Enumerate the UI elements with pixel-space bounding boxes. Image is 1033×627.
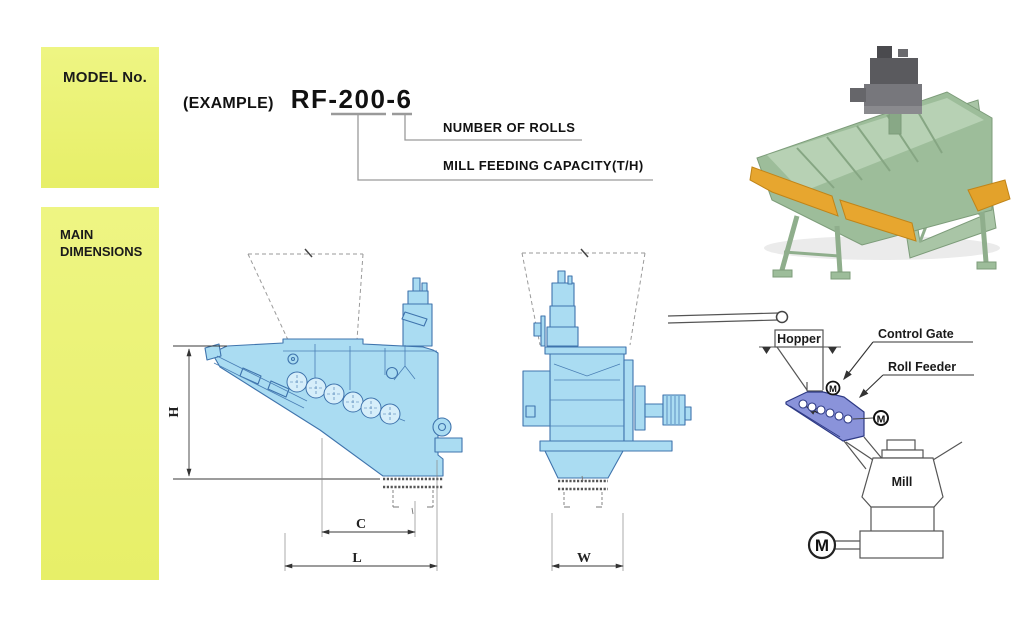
flow-schematic: Hopper M M Mill M [667,310,974,560]
product-photo [749,46,1011,280]
dim-label-W: W [577,551,591,566]
side-top-tick [304,248,313,258]
dim-label-C: C [356,517,366,532]
side-covers [749,166,1011,242]
callout-mill-feeding-capacity: MILL FEEDING CAPACITY(T/H) [443,158,644,173]
roll-feeder-unit [785,391,874,442]
hopper-assembly [759,329,841,392]
dim-label-L: L [352,551,361,566]
front-top-tick [580,248,589,258]
side-discharge-joint [383,477,443,515]
main-dimensions-heading: MAIN DIMENSIONS [60,227,143,259]
side-gate-tower [402,303,433,347]
hopper-label: Hopper [777,332,821,346]
main-dimensions-highlight-box: MAIN DIMENSIONS [41,207,159,580]
mill-motor-icon [807,530,837,560]
drive-motor-unit [850,46,922,135]
front-discharge-joint [558,475,608,508]
model-code-leader-lines [331,112,653,181]
control-gate-callout [843,341,973,381]
front-gate-tower [551,282,575,307]
machine-legs [772,211,997,280]
dimension-C [321,438,416,537]
roll-feeder-label: Roll Feeder [888,360,956,374]
model-no-highlight-box: MODEL No. [41,47,159,188]
front-panel-lines [550,363,680,427]
dim-label-H: H [167,406,182,417]
conveyor [667,310,789,324]
side-view-drawing: H C L [167,248,463,571]
dimension-H [173,345,380,480]
front-drive-assembly [634,385,646,431]
callout-number-of-rolls: NUMBER OF ROLLS [443,120,576,135]
front-machine-body [522,270,692,479]
front-view-drawing: W [521,248,692,571]
model-example: (EXAMPLE) RF-200-6 [183,84,413,115]
feeder-motor-label: M [877,414,886,426]
conveyor-pulley [775,310,789,324]
dimension-W [551,513,624,571]
control-gate-motor-label: M [829,384,837,395]
model-no-heading: MODEL No. [63,69,148,86]
side-machine-body [204,277,463,477]
control-gate-label: Control Gate [878,327,954,341]
leader-capacity [357,115,653,181]
control-gate-motor-icon [825,380,841,396]
feeder-motor-icon [873,410,889,426]
dimension-L [284,460,438,571]
feeder-rolls [798,399,853,424]
leader-rolls [404,115,582,141]
mill-motor-label: M [815,536,829,555]
side-roll-crosshairs [290,375,397,421]
pivot-supports [762,347,837,354]
model-code: RF-200-6 [290,84,413,114]
roll-feeder-callout [858,374,974,399]
side-hopper-dashed-outline [247,253,364,341]
mill-unit [835,436,963,559]
example-prefix: (EXAMPLE) [183,95,274,112]
hopper-label-box [774,329,824,348]
mill-label: Mill [892,475,913,489]
mill-feed-chute [843,436,885,470]
